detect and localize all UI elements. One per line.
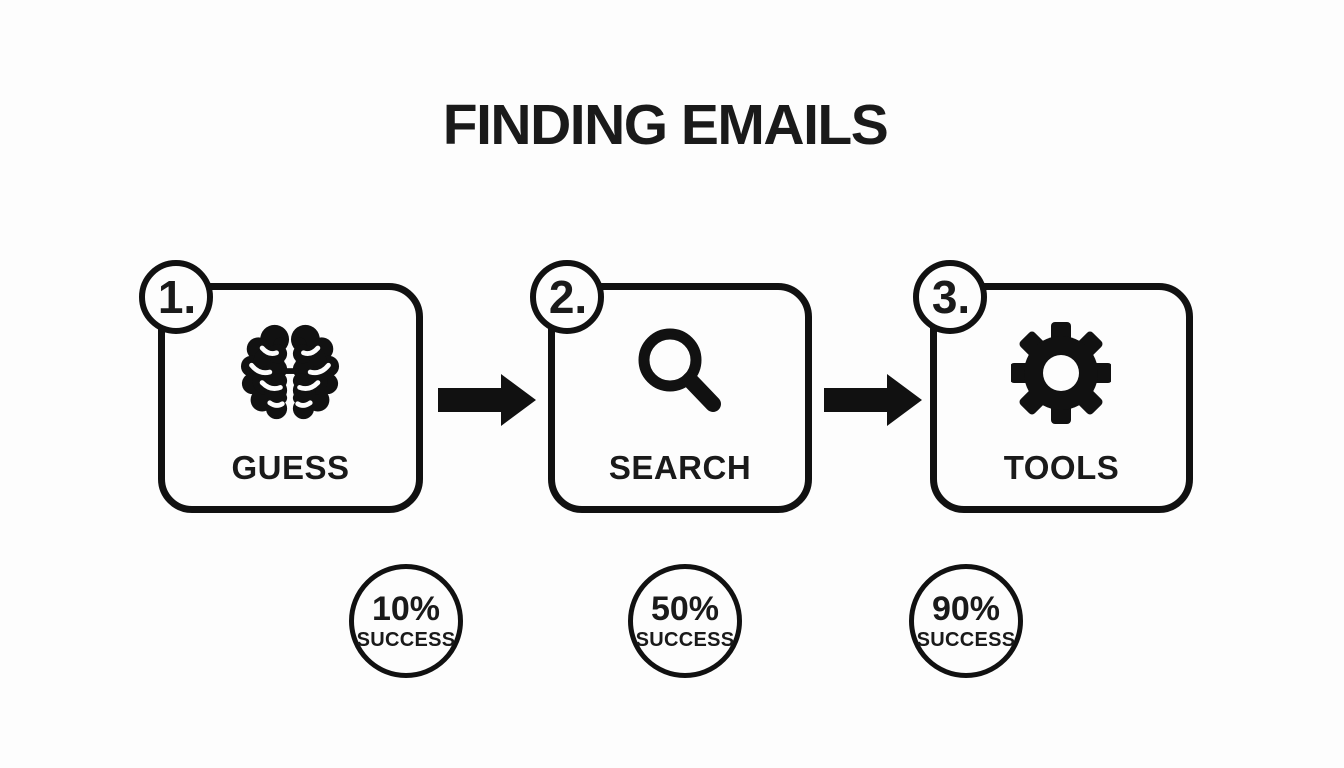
- arrow-right-icon: [438, 374, 536, 426]
- gear-icon: [1011, 322, 1111, 424]
- success-label: SUCCESS: [635, 628, 735, 651]
- success-rate: 50%: [650, 589, 720, 628]
- success-label: SUCCESS: [916, 628, 1016, 651]
- step-number: 2.: [548, 271, 588, 323]
- search-icon: [638, 328, 721, 412]
- step-number-badge: 1.: [139, 260, 213, 334]
- success-badge: 10% SUCCESS: [349, 564, 463, 678]
- success-label: SUCCESS: [356, 628, 456, 651]
- step-number: 3.: [931, 271, 971, 323]
- step-label: GUESS: [231, 449, 350, 486]
- step-number: 1.: [157, 271, 197, 323]
- arrow-right-icon: [824, 374, 922, 426]
- success-badge: 90% SUCCESS: [909, 564, 1023, 678]
- brain-icon: [240, 322, 340, 424]
- success-rate: 10%: [371, 589, 441, 628]
- success-rate: 90%: [931, 589, 1001, 628]
- step-number-badge: 3.: [913, 260, 987, 334]
- step-number-badge: 2.: [530, 260, 604, 334]
- step-label: TOOLS: [1003, 449, 1120, 486]
- step-label: SEARCH: [608, 449, 752, 486]
- page-title: FINDING EMAILS: [442, 93, 889, 157]
- success-badge: 50% SUCCESS: [628, 564, 742, 678]
